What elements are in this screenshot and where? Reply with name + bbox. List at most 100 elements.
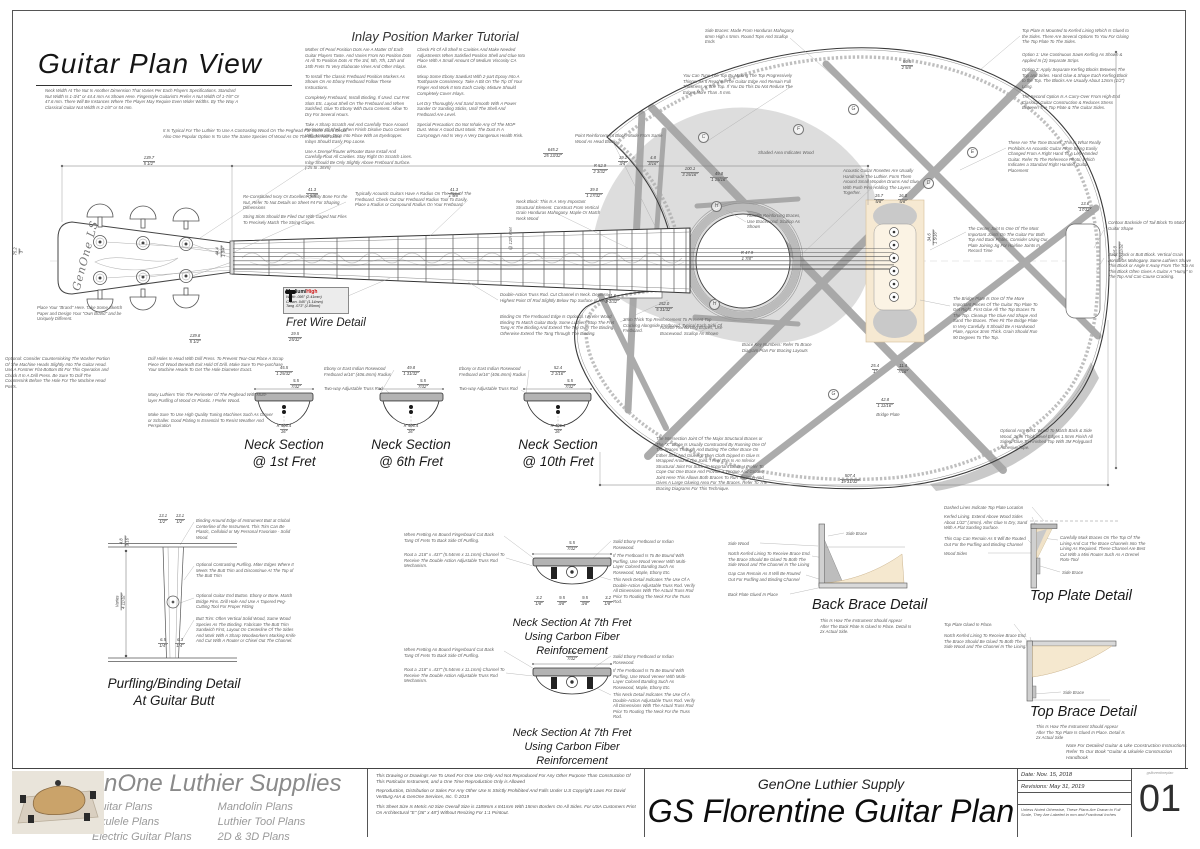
copyright-cell: This Drawing or Drawings Are To Used For… (368, 769, 645, 837)
annotation-note: Brace Key Numbers: Refer To Brace Diagra… (742, 342, 812, 353)
annotation-note: Dashed Lines Indicate Top Plate Location (944, 505, 1024, 510)
tutorial-paragraph: Mixup Some Ebony Sawdust With 2-part Epo… (417, 73, 523, 96)
brace-key: E (967, 147, 978, 158)
nut (229, 240, 235, 275)
fret-wire-specs: Width .095" (2.41mm) Crown .045" (1.14mm… (286, 295, 323, 309)
top-brace-detail (1026, 640, 1117, 702)
logo-photo-mold (12, 771, 104, 834)
plan-type: Electric Guitar Plans (92, 830, 192, 843)
annotation-note: Carefully Mark Braces On The Top Of The … (1060, 535, 1146, 562)
page-title: Guitar Plan View (36, 48, 293, 86)
brace-key: G (828, 389, 839, 400)
annotation-note: Shaded Area Indicates Wood (758, 150, 814, 155)
headstock-strings (105, 241, 233, 279)
neck-section-7th-2 (532, 663, 612, 695)
annotation-note: When Fretting An Bound Fingerboard Cut B… (404, 647, 494, 658)
revisions-label: Revisions: May 31, 2019 (1018, 781, 1131, 793)
guitar-plan-drawing (50, 35, 1165, 702)
neck-section-10th (523, 388, 592, 432)
tutorial-paragraph: Check Fit Of All Shell In Cavities And M… (417, 47, 525, 69)
neck-section-7th-1 (532, 553, 612, 585)
copyright-paragraph: This Sheet Size Is Metric A0 Size Overal… (376, 803, 636, 815)
annotation-note: Solid Ebony Fretboard or Indian Rosewood… (613, 539, 674, 550)
annotation-note: Side Wood (728, 541, 750, 546)
annotation-note: Wood Sides (944, 551, 968, 556)
dimension-lines (60, 50, 1118, 487)
tutorial-paragraph: Special Precaution: Do Not Inhale Any Of… (417, 121, 524, 139)
copyright-paragraph: This Drawing or Drawings Are To Used For… (376, 773, 631, 785)
annotation-note: This Is How The Instrument Should Appear… (1036, 724, 1125, 740)
annotation-note: Binding Around Edge of Instrument Butt a… (196, 518, 291, 540)
vine-inlay (241, 252, 683, 264)
strings (233, 248, 894, 270)
annotation-note: Option 1: Use Continuous Sawn Kerfing As… (1022, 52, 1123, 63)
braces-group (598, 60, 1102, 481)
title-block: GenOne Luthier Supplies Guitar Plans Uku… (12, 768, 1188, 843)
annotation-note: Ebony or East Indian Rosewood Fretboard … (459, 366, 526, 377)
brace-key: F (793, 124, 804, 135)
neck-section-6th-label: Neck Section@ 6th Fret (371, 437, 451, 469)
brand-name: GenOne Luthier Supplies (72, 770, 342, 797)
annotation-note: Side Brace (846, 531, 868, 536)
annotation-note: When Fretting An Bound Fingerboard Cut B… (404, 532, 494, 543)
annotation-note: Side Braces: Made From Honduras Mahogany… (705, 28, 795, 44)
company-name: GenOne Luthier Supply (757, 776, 905, 792)
annotation-note: Bridge Plate (876, 412, 900, 417)
annotation-note: Double-Action Truss Rod. Cut Channel In … (500, 292, 610, 303)
annotation-note: Ebony or East Indian Rosewood Fretboard … (324, 366, 391, 377)
annotation-note: Note For Detailed Guitar & Uke Construct… (1066, 744, 1187, 762)
plan-type: Guitar Plans (92, 801, 153, 813)
annotation-note: This Gap Can Remain As It Will Be Routed… (944, 536, 1026, 547)
annotation-note: Back Block or Butt Block. Vertical Grain… (1108, 252, 1194, 279)
annotation-note: Two-way Adjustable Truss Rod (459, 386, 518, 391)
brace-key: C (698, 132, 709, 143)
back-brace-detail-title: Back Brace Detail (812, 597, 928, 613)
fret-wire-icon (285, 290, 296, 302)
annotation-note: The Center Joint Is One Of The Most Impo… (968, 226, 1048, 253)
annotation-note: Place Your "Brand" Here. Take Some Sketc… (37, 305, 123, 321)
empty-revision-row (1018, 793, 1131, 805)
annotation-note: Kerfed Lining. Extend Above Wood Sides A… (944, 514, 1028, 530)
annotation-note: @ 12th Fret (508, 227, 513, 250)
purfling-binding-detail (108, 543, 237, 662)
tutorial-paragraph: To Install The Classic Fretboard Positio… (305, 73, 405, 90)
brace-key: D (923, 178, 934, 189)
annotation-note: Gap Can Remain As It Will Be Routed Out … (728, 571, 801, 582)
sheet-number-cell: gsflorentineplan 01 (1132, 769, 1188, 837)
annotation-note: Optional Contrasting Purfling. Miter Edg… (196, 562, 294, 578)
annotation-note: If The Fretboard Is To Be Bound With Pur… (613, 553, 687, 575)
fret-wire-spec-box: Medium/High Width .095" (2.41mm) Crown .… (283, 287, 349, 314)
date-label: Date: Nov. 15, 2018 (1018, 769, 1131, 781)
annotation-note: Top Plate Is Mounted to Kerfed Lining Wh… (1022, 28, 1129, 44)
annotation-note: Neck Width At The Nut Is Another Dimensi… (45, 88, 240, 110)
annotation-note: Solid Ebony Fretboard or Indian Rosewood… (613, 654, 674, 665)
frets (268, 228, 687, 293)
annotation-note: Acoustic Guitar Rosettes Are Usually Han… (843, 168, 919, 195)
file-code: gsflorentineplan (1146, 771, 1174, 775)
logo-cell: GenOne Luthier Supplies Guitar Plans Uku… (12, 769, 368, 843)
bridge-pins (889, 227, 899, 302)
annotation-note: Two-way Adjustable Truss Rod (324, 386, 383, 391)
plan-type: Mandolin Plans (217, 801, 293, 813)
